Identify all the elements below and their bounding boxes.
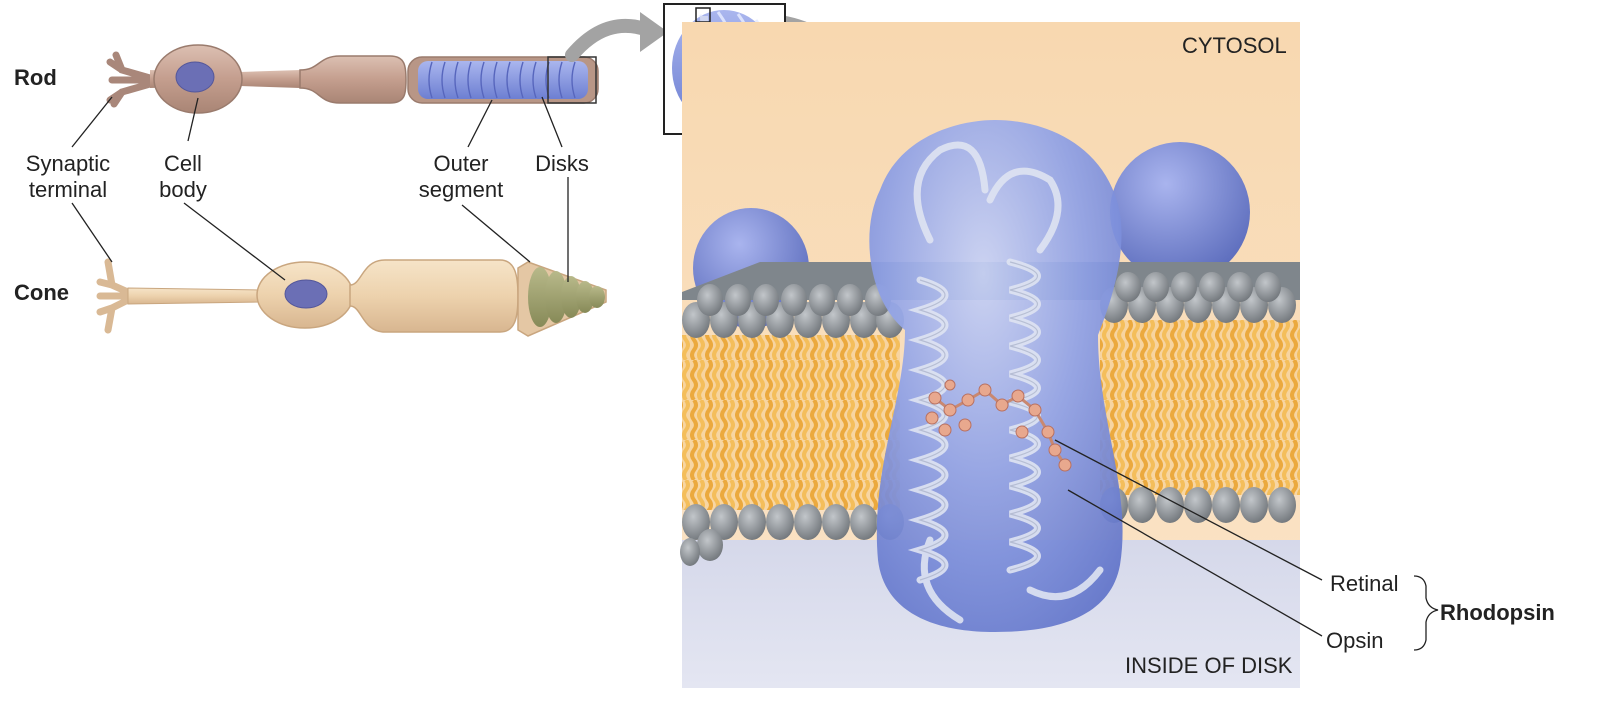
rod-cell xyxy=(106,44,599,114)
membrane-panel xyxy=(680,22,1439,688)
disks-label: Disks xyxy=(535,151,589,176)
cell-body-label-line1: Cell xyxy=(164,151,202,176)
cell-body-label-line2: body xyxy=(159,177,207,202)
cytosol-label: CYTOSOL xyxy=(1182,33,1287,58)
rhodopsin-brace xyxy=(1413,575,1439,651)
cell-leader-lines xyxy=(71,96,569,282)
lipid-bilayer-left xyxy=(680,284,904,566)
retinal-molecule xyxy=(925,379,1072,472)
outer-segment-label-line2: segment xyxy=(418,177,504,202)
rhodopsin-protein xyxy=(869,120,1123,632)
cone-label: Cone xyxy=(14,280,69,305)
rod-label: Rod xyxy=(14,65,57,90)
cone-disks xyxy=(528,267,605,327)
synaptic-terminal-label-line2: terminal xyxy=(28,177,108,202)
cone-cell xyxy=(96,258,607,337)
retinal-label: Retinal xyxy=(1330,571,1399,596)
rhodopsin-label: Rhodopsin xyxy=(1440,600,1555,625)
synaptic-terminal-label-line1: Synaptic xyxy=(25,151,111,176)
protein-leader-lines xyxy=(1054,439,1323,637)
outer-segment-label-line1: Outer xyxy=(433,151,489,176)
lipid-bilayer-right xyxy=(1100,272,1300,523)
inside-of-disk-label: INSIDE OF DISK xyxy=(1125,653,1293,678)
opsin-label: Opsin xyxy=(1326,628,1384,653)
rod-disks xyxy=(418,61,588,99)
